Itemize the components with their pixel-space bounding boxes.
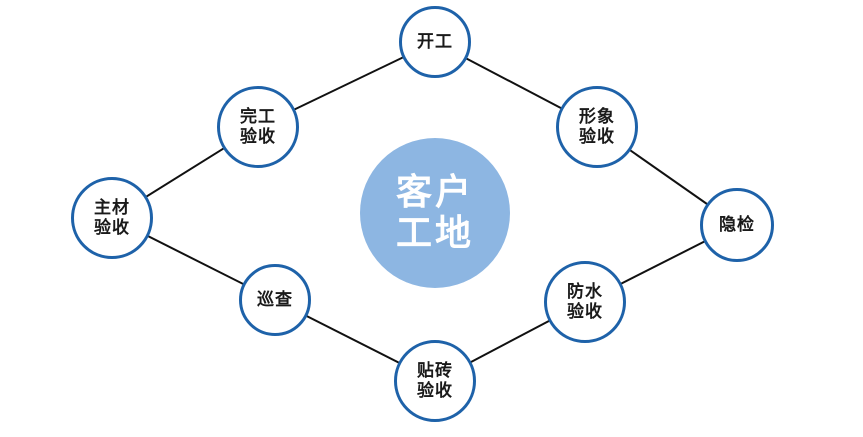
center-node-label: 客户 工地 xyxy=(395,171,474,254)
node-patrol-label: 巡查 xyxy=(257,289,293,310)
node-patrol: 巡查 xyxy=(239,264,311,336)
node-tiling-acceptance: 贴砖 验收 xyxy=(394,340,476,422)
node-image-acceptance: 形象 验收 xyxy=(556,86,638,168)
node-completion-acceptance: 完工 验收 xyxy=(217,86,299,168)
node-hidden-inspection-label: 隐检 xyxy=(719,214,755,235)
node-material-acceptance-label: 主材 验收 xyxy=(94,197,130,238)
node-tiling-acceptance-label: 贴砖 验收 xyxy=(417,360,453,401)
node-start-label: 开工 xyxy=(417,31,453,52)
node-start: 开工 xyxy=(399,6,471,78)
node-material-acceptance: 主材 验收 xyxy=(71,177,153,259)
node-image-acceptance-label: 形象 验收 xyxy=(579,106,615,147)
node-waterproof-acceptance-label: 防水 验收 xyxy=(567,281,603,322)
node-completion-acceptance-label: 完工 验收 xyxy=(240,106,276,147)
node-waterproof-acceptance: 防水 验收 xyxy=(544,261,626,343)
center-node-customer-worksite: 客户 工地 xyxy=(360,138,510,288)
node-hidden-inspection: 隐检 xyxy=(700,188,774,262)
